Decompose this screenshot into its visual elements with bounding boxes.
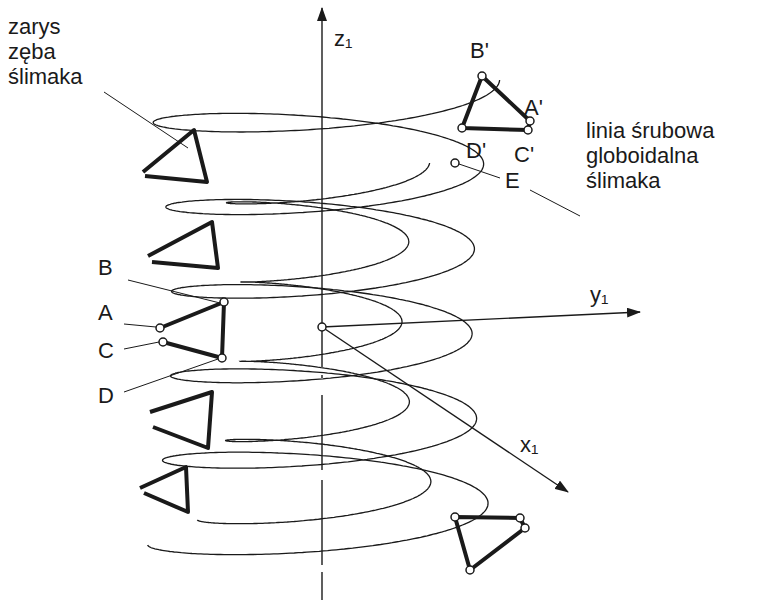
point-label: C' (514, 142, 534, 167)
point-label: z₁ (334, 26, 352, 51)
point-label: C (98, 338, 114, 363)
point-label: B (98, 255, 113, 280)
point-label: D' (466, 138, 486, 163)
point-label: A (98, 300, 113, 325)
part-label: zarys zęba ślimaka (8, 14, 103, 89)
profile-points (156, 72, 534, 574)
inner-helix (197, 163, 431, 524)
point-label: D (98, 383, 114, 408)
point-label: x₁ (520, 432, 538, 457)
point-label: y₁ (590, 282, 608, 307)
point-label: B' (470, 38, 489, 63)
point-label: E (505, 168, 520, 193)
tooth-profiles (140, 76, 530, 570)
point-label: A' (524, 95, 543, 120)
axes (322, 8, 640, 600)
part-label: linia śrubowa globoidalna ślimaka (586, 118, 721, 193)
leader-lines (104, 92, 580, 392)
